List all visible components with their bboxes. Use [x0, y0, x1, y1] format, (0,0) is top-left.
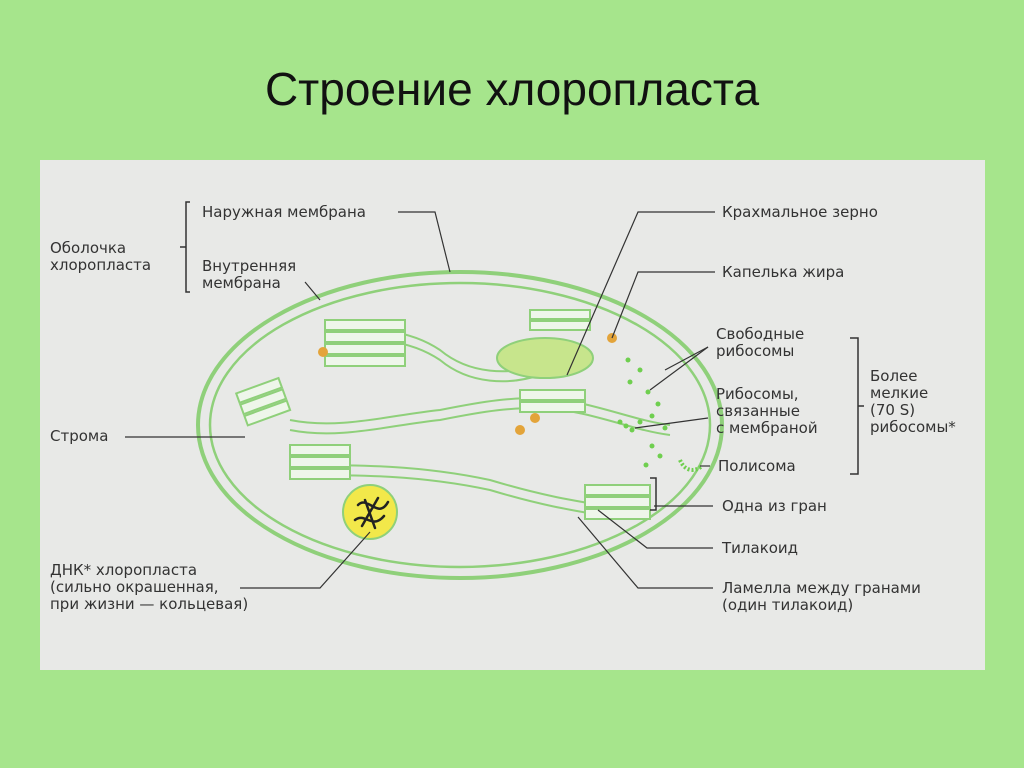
leader-lines: [125, 201, 864, 589]
free-ribosomes: [625, 357, 668, 468]
label-lamella: Ламелла между гранами (один тилакоид): [722, 579, 921, 614]
granum-lower-right: [584, 484, 651, 520]
granum-lower-left: [289, 444, 351, 480]
label-polysome: Полисома: [718, 457, 796, 475]
label-starch-grain: Крахмальное зерно: [722, 203, 878, 221]
label-thylakoid: Тилакоид: [722, 539, 799, 557]
granum-top-left: [324, 319, 406, 367]
granum-center: [519, 389, 586, 413]
polysome: [678, 459, 704, 472]
label-bound-ribosomes: Рибосомы, связанные с мембраной: [716, 385, 818, 437]
label-inner-membrane: Внутренняя мембрана: [202, 257, 297, 292]
label-one-granum: Одна из гран: [722, 497, 827, 515]
label-dna: ДНК* хлоропласта (сильно окрашенная, при…: [50, 561, 249, 613]
starch-grain: [496, 337, 594, 379]
inner-membrane: [208, 281, 712, 569]
outer-membrane: [196, 270, 724, 580]
chloroplast-diagram: [125, 201, 864, 589]
label-outer-membrane: Наружная мембрана: [202, 203, 366, 221]
lamella-middle: [289, 396, 671, 426]
lamella-middle-2: [289, 406, 671, 436]
label-free-ribosomes: Свободные рибосомы: [716, 325, 805, 360]
dna-strands: [353, 496, 390, 530]
granum-left: [234, 376, 292, 427]
label-envelope: Оболочка хлоропласта: [50, 239, 152, 274]
diagram-panel: Оболочка хлоропласта Наружная мембрана В…: [40, 160, 985, 670]
bound-ribosomes: [617, 419, 635, 433]
label-lipid-droplet: Капелька жира: [722, 263, 845, 281]
label-stroma: Строма: [50, 427, 109, 445]
label-smaller-ribosomes: Более мелкие (70 S) рибосомы*: [870, 367, 956, 436]
slide-title: Строение хлоропласта: [264, 63, 760, 115]
lamella-lower-2: [294, 474, 601, 516]
granum-top-right: [529, 309, 591, 331]
